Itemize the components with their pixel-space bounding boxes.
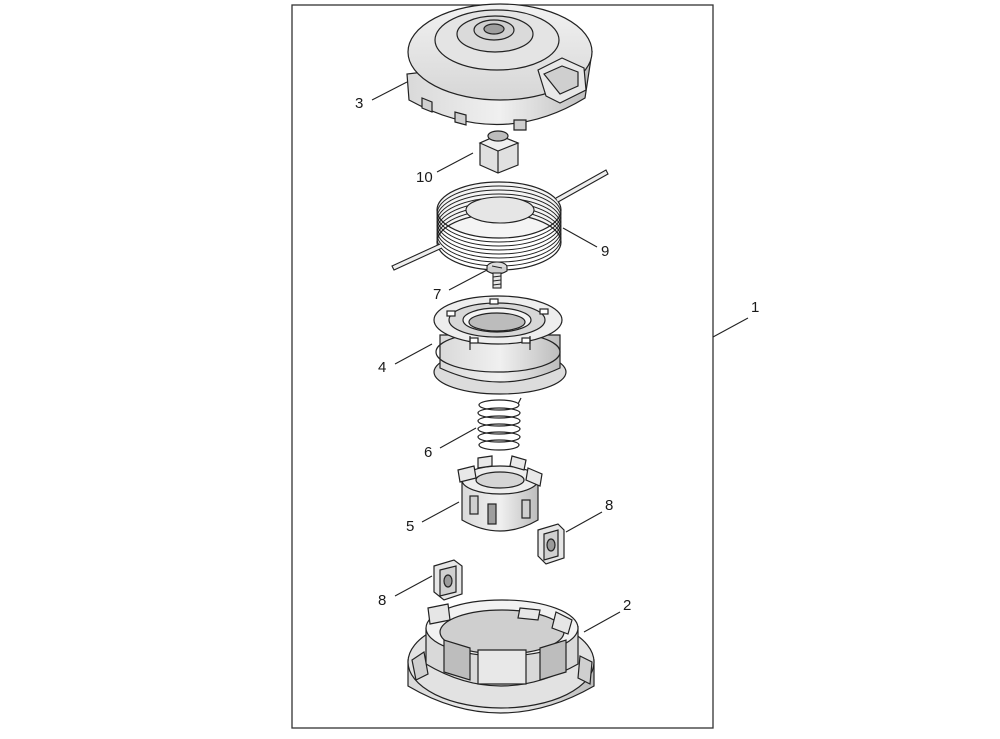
part-5-hub — [457, 455, 543, 532]
leader-8a — [565, 511, 603, 533]
part-8-clip-left — [433, 559, 463, 601]
callout-5: 5 — [406, 518, 415, 535]
leader-10 — [436, 152, 474, 173]
callout-6: 6 — [424, 444, 433, 461]
leader-4 — [394, 343, 433, 365]
leader-1 — [712, 317, 749, 338]
part-10-nut — [478, 130, 520, 174]
leader-lines — [371, 81, 749, 633]
part-9-line-coil — [391, 169, 609, 271]
callout-2: 2 — [623, 597, 632, 614]
callout-8-right: 8 — [605, 497, 614, 514]
callout-1: 1 — [751, 299, 760, 316]
callout-4: 4 — [378, 359, 387, 376]
leader-3 — [371, 81, 408, 101]
leader-8b — [394, 575, 433, 597]
callout-10: 10 — [416, 169, 433, 186]
leader-5 — [421, 501, 460, 523]
part-4-spool — [433, 295, 567, 395]
callout-7: 7 — [433, 286, 442, 303]
part-6-spring — [477, 397, 522, 451]
callout-8-left: 8 — [378, 592, 387, 609]
leader-6 — [439, 427, 477, 449]
leader-7 — [448, 269, 488, 291]
part-7-screw — [486, 261, 508, 289]
part-2-housing — [407, 599, 595, 714]
callout-9: 9 — [601, 243, 610, 260]
part-3-cover — [406, 3, 593, 131]
callout-3: 3 — [355, 95, 364, 112]
leader-9 — [562, 227, 598, 248]
leader-2 — [583, 611, 621, 633]
part-8-clip-right — [537, 523, 565, 565]
